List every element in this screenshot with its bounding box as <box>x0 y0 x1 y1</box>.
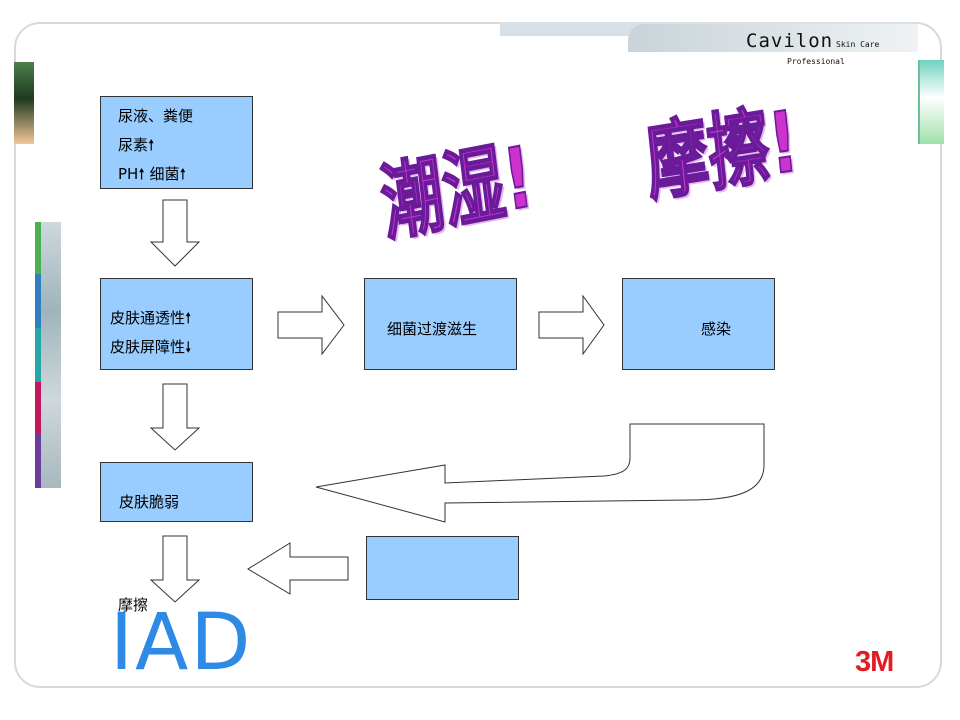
bacteria-growth-box: 细菌过渡滋生 <box>364 278 517 370</box>
brand-name: Cavilon <box>746 30 834 52</box>
arrow-down-1 <box>149 199 201 267</box>
arrow-down-2 <box>149 383 201 451</box>
top-left-photo-strip <box>14 62 34 144</box>
curved-return-arrow <box>315 423 765 523</box>
arrow-up-icon: 🠕 <box>179 165 186 183</box>
label-barrier-row: 皮肤屏障性🠗 <box>110 336 191 362</box>
brand-tagline: Skin Care <box>836 40 880 49</box>
label-urea-row: 尿素🠕 <box>118 134 154 160</box>
label-infection: 感染 <box>701 320 732 338</box>
label-skin-fragile: 皮肤脆弱 <box>119 493 180 511</box>
top-right-photo-strip <box>918 60 944 144</box>
arrow-up-icon: 🠕 <box>185 309 192 327</box>
arrow-up-icon: 🠕 <box>148 136 155 154</box>
arrow-down-icon: 🠗 <box>185 338 192 356</box>
label-barrier: 皮肤屏障性 <box>110 338 186 356</box>
label-urine-feces: 尿液、粪便 <box>118 107 194 125</box>
label-urea: 尿素 <box>118 136 149 154</box>
brand-panel <box>628 24 918 52</box>
label-ph-bacteria-row: PH🠕 细菌🠕 <box>118 163 186 189</box>
label-ph: PH <box>118 165 139 183</box>
label-bacteria-growth: 细菌过渡滋生 <box>387 320 478 338</box>
brand-tagline-professional: Professional <box>787 57 845 66</box>
empty-box <box>366 536 519 600</box>
arrow-right-1 <box>277 294 345 356</box>
arrow-up-icon: 🠕 <box>138 165 145 183</box>
arrow-right-2 <box>538 294 605 356</box>
label-friction-bottom: 摩擦 <box>118 596 149 614</box>
3m-logo: 3M <box>855 646 894 678</box>
left-color-strip <box>35 222 61 488</box>
label-permeability: 皮肤通透性 <box>110 309 186 327</box>
label-bacteria: 细菌 <box>149 165 180 183</box>
causes-box: 尿液、粪便 尿素🠕 PH🠕 细菌🠕 <box>100 96 253 189</box>
iad-logo-text: IAD <box>110 598 253 688</box>
skin-fragile-box: 皮肤脆弱 <box>100 462 253 522</box>
label-permeability-row: 皮肤通透性🠕 <box>110 307 191 333</box>
arrow-down-3 <box>149 535 201 603</box>
arrow-left-small <box>247 542 349 595</box>
infection-box: 感染 <box>622 278 775 370</box>
skin-change-box: 皮肤通透性🠕 皮肤屏障性🠗 <box>100 278 253 370</box>
